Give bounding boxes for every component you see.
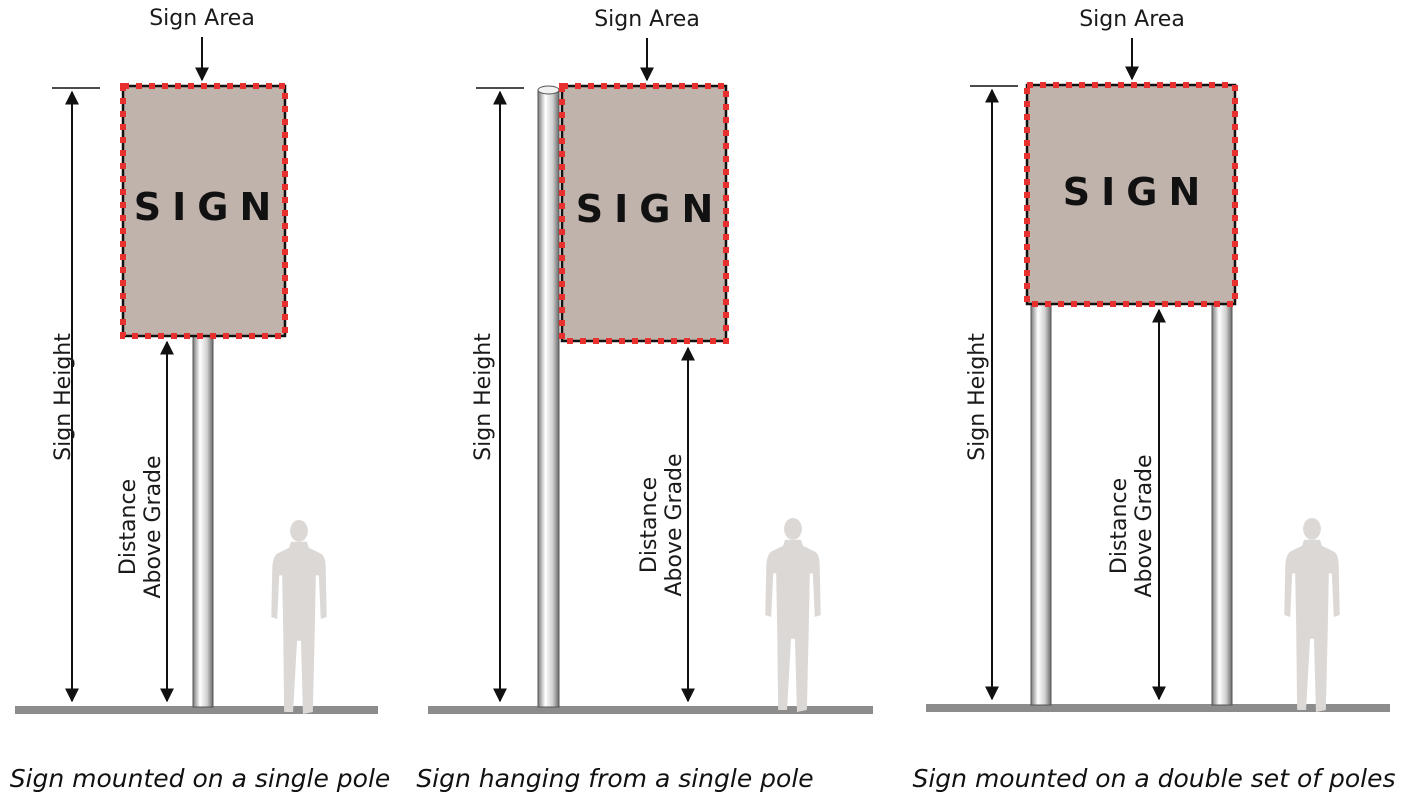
pole-right — [1211, 302, 1233, 706]
person-silhouette — [1284, 517, 1340, 713]
caption: Sign mounted on a single pole — [10, 764, 391, 793]
sign-text: SIGN — [576, 187, 725, 231]
sign-text: SIGN — [134, 185, 283, 229]
caption: Sign hanging from a single pole — [416, 764, 813, 793]
sign-area-label: Sign Area — [1079, 7, 1185, 32]
person-silhouette — [765, 517, 821, 713]
ground-line — [15, 706, 378, 714]
person-silhouette — [271, 519, 327, 715]
pole — [537, 89, 560, 708]
diagram-double-poles: SIGN Sign Area Sign Height Distance Abov… — [912, 7, 1395, 793]
sign-text: SIGN — [1063, 170, 1212, 214]
sign-area-outline — [559, 83, 729, 344]
sign-area-outline — [1024, 82, 1238, 307]
ground-line — [428, 706, 873, 714]
sign-panel — [121, 84, 287, 338]
sign-height-label: Sign Height — [51, 333, 76, 461]
sign-area-outline — [120, 83, 288, 339]
diagram-single-pole-mounted: SIGN Sign Area Sign Height Distance Abov… — [10, 6, 391, 793]
diagram-single-pole-hanging: SIGN Sign Area Sign Height Distance Abov… — [416, 7, 873, 793]
sign-area-label: Sign Area — [149, 6, 255, 31]
distance-label-line2: Above Grade — [662, 453, 687, 596]
sign-area-label: Sign Area — [594, 7, 700, 32]
caption: Sign mounted on a double set of poles — [912, 764, 1395, 793]
pole-left — [1030, 302, 1052, 706]
sign-height-label: Sign Height — [471, 333, 496, 461]
distance-label-line1: Distance — [637, 477, 662, 573]
ground-line — [926, 704, 1390, 712]
pole — [192, 332, 214, 708]
sign-height-label: Sign Height — [965, 333, 990, 461]
distance-label-line2: Above Grade — [1132, 454, 1157, 597]
distance-label-line2: Above Grade — [141, 455, 166, 598]
distance-label-line1: Distance — [116, 479, 141, 575]
pole-cap — [537, 85, 560, 95]
distance-label-line1: Distance — [1107, 478, 1132, 574]
